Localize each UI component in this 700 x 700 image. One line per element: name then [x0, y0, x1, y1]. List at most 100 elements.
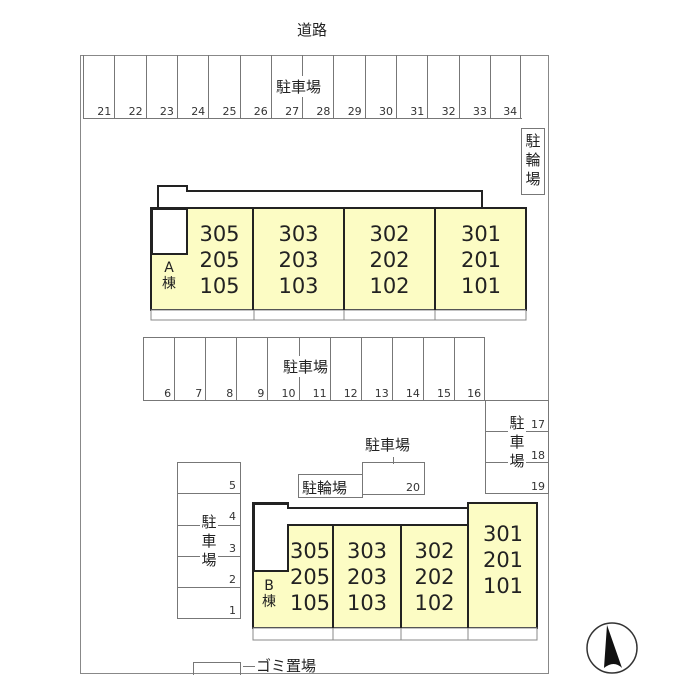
unit-number: 202	[369, 247, 410, 272]
unit-number: 203	[346, 564, 388, 589]
garbage-label: ゴミ置場	[256, 657, 317, 675]
stall-number: 10	[281, 387, 296, 400]
unit-number: 303	[278, 221, 319, 246]
unit-number: 302	[414, 538, 455, 563]
unit-number: 203	[278, 247, 319, 272]
stall-number: 7	[195, 387, 203, 400]
parking-stall-1[interactable]: 1	[229, 604, 236, 618]
stall-number: 22	[128, 105, 143, 118]
unit-number: 202	[414, 564, 455, 589]
stall-divider	[177, 587, 240, 589]
stall-divider	[177, 493, 240, 495]
stall-number: 25	[222, 105, 237, 118]
unit-a-302[interactable]: 302 202 102	[345, 209, 436, 310]
stall-number: 29	[347, 105, 362, 118]
unit-number: 305	[199, 221, 240, 246]
parking-stall-8[interactable]: 8	[205, 337, 236, 401]
parking-stall-33[interactable]: 33	[458, 55, 490, 119]
stall-number: 15	[436, 387, 451, 400]
stall-number: 31	[410, 105, 425, 118]
garbage-area	[193, 662, 241, 675]
parking-stall-30[interactable]: 30	[364, 55, 396, 119]
stall-18[interactable]: 18	[531, 449, 545, 462]
stall-17[interactable]: 17	[531, 418, 545, 431]
building-a-outline	[150, 185, 527, 321]
parking-stall-3[interactable]: 3	[229, 541, 236, 555]
stall-number: 9	[257, 387, 265, 400]
parking-stall-7[interactable]: 7	[174, 337, 205, 401]
parking-stall-15[interactable]: 15	[422, 337, 454, 401]
stall-number: 28	[316, 105, 331, 118]
unit-number: 102	[369, 273, 410, 298]
parking-stall-6[interactable]: 6	[143, 337, 174, 401]
parking-row-top-baseline	[83, 118, 522, 119]
parking-stall-24[interactable]: 24	[176, 55, 208, 119]
stall-number: 33	[472, 105, 487, 118]
unit-b-302[interactable]: 302 202 102	[402, 525, 469, 628]
unit-number: 102	[414, 590, 455, 615]
parking-stall-23[interactable]: 23	[145, 55, 177, 119]
road-label: 道路	[297, 21, 328, 39]
parking-stall-10[interactable]: 10	[267, 337, 298, 401]
parking-stall-34[interactable]: 34	[489, 55, 522, 119]
unit-a-305[interactable]: 305 205 105	[187, 209, 254, 310]
parking-label-right: 駐車場	[508, 414, 526, 471]
compass-icon	[586, 622, 638, 674]
building-b-letter: B	[264, 578, 274, 594]
parking-stall-31[interactable]: 31	[396, 55, 427, 119]
building-a-label: A 棟	[160, 260, 178, 292]
unit-number: 205	[289, 564, 331, 589]
stall-20: 20	[406, 481, 420, 494]
parking-stall-9[interactable]: 9	[236, 337, 267, 401]
parking-label-middle: 駐車場	[283, 356, 329, 377]
bicycle-parking-right	[521, 128, 545, 195]
stall-number: 11	[312, 387, 327, 400]
stall-number: 12	[343, 387, 358, 400]
unit-number: 301	[460, 221, 502, 246]
bicycle-label-middle: 駐輪場	[302, 479, 348, 497]
parking-stall-21[interactable]: 21	[83, 55, 114, 119]
parking-stall-13[interactable]: 13	[360, 337, 392, 401]
parking-stall-14[interactable]: 14	[391, 337, 423, 401]
parking-stall-5[interactable]: 5	[229, 479, 236, 492]
stall-number: 8	[226, 387, 234, 400]
building-b-suffix: 棟	[262, 594, 276, 610]
parking-row-middle-baseline	[143, 400, 548, 401]
parking-stall-16[interactable]: 16	[454, 337, 486, 401]
unit-a-303[interactable]: 303 203 103	[254, 209, 345, 310]
parking-stall-12[interactable]: 12	[329, 337, 361, 401]
bicycle-parking-middle	[298, 474, 363, 498]
parking-stall-26[interactable]: 26	[239, 55, 271, 119]
unit-b-303[interactable]: 303 203 103	[334, 525, 402, 628]
unit-b-305[interactable]: 305 205 105	[288, 525, 334, 628]
unit-number: 301	[482, 522, 524, 546]
parking-label-20: 駐車場	[365, 436, 411, 454]
parking-left-area	[177, 462, 241, 619]
parking-stall-27[interactable]: 27	[270, 55, 302, 119]
unit-number: 103	[278, 273, 319, 298]
bicycle-label-right: 駐輪場	[525, 132, 541, 188]
unit-b-301[interactable]: 301 201 101	[469, 504, 537, 616]
unit-number: 201	[482, 548, 524, 572]
unit-number: 103	[346, 590, 388, 615]
parking-stall-25[interactable]: 25	[208, 55, 239, 119]
parking-stall-22[interactable]: 22	[114, 55, 145, 119]
parking-right-area	[485, 400, 549, 494]
parking-label-left: 駐車場	[200, 513, 218, 570]
unit-number: 105	[289, 590, 331, 615]
stall-number: 23	[159, 105, 174, 118]
stall-number: 26	[253, 105, 268, 118]
stall-number: 6	[164, 387, 172, 400]
parking-stall-2[interactable]: 2	[229, 572, 236, 586]
stall-number: 30	[378, 105, 393, 118]
stall-number: 32	[441, 105, 456, 118]
parking-stall-4[interactable]: 4	[229, 510, 236, 524]
parking-stall-29[interactable]: 29	[333, 55, 364, 119]
stall-number: 16	[467, 387, 482, 400]
stall-19[interactable]: 19	[531, 480, 545, 493]
unit-a-301[interactable]: 301 201 101	[436, 209, 526, 310]
garbage-pointer	[243, 666, 255, 667]
parking-stall-32[interactable]: 32	[427, 55, 458, 119]
unit-number: 105	[199, 273, 240, 298]
